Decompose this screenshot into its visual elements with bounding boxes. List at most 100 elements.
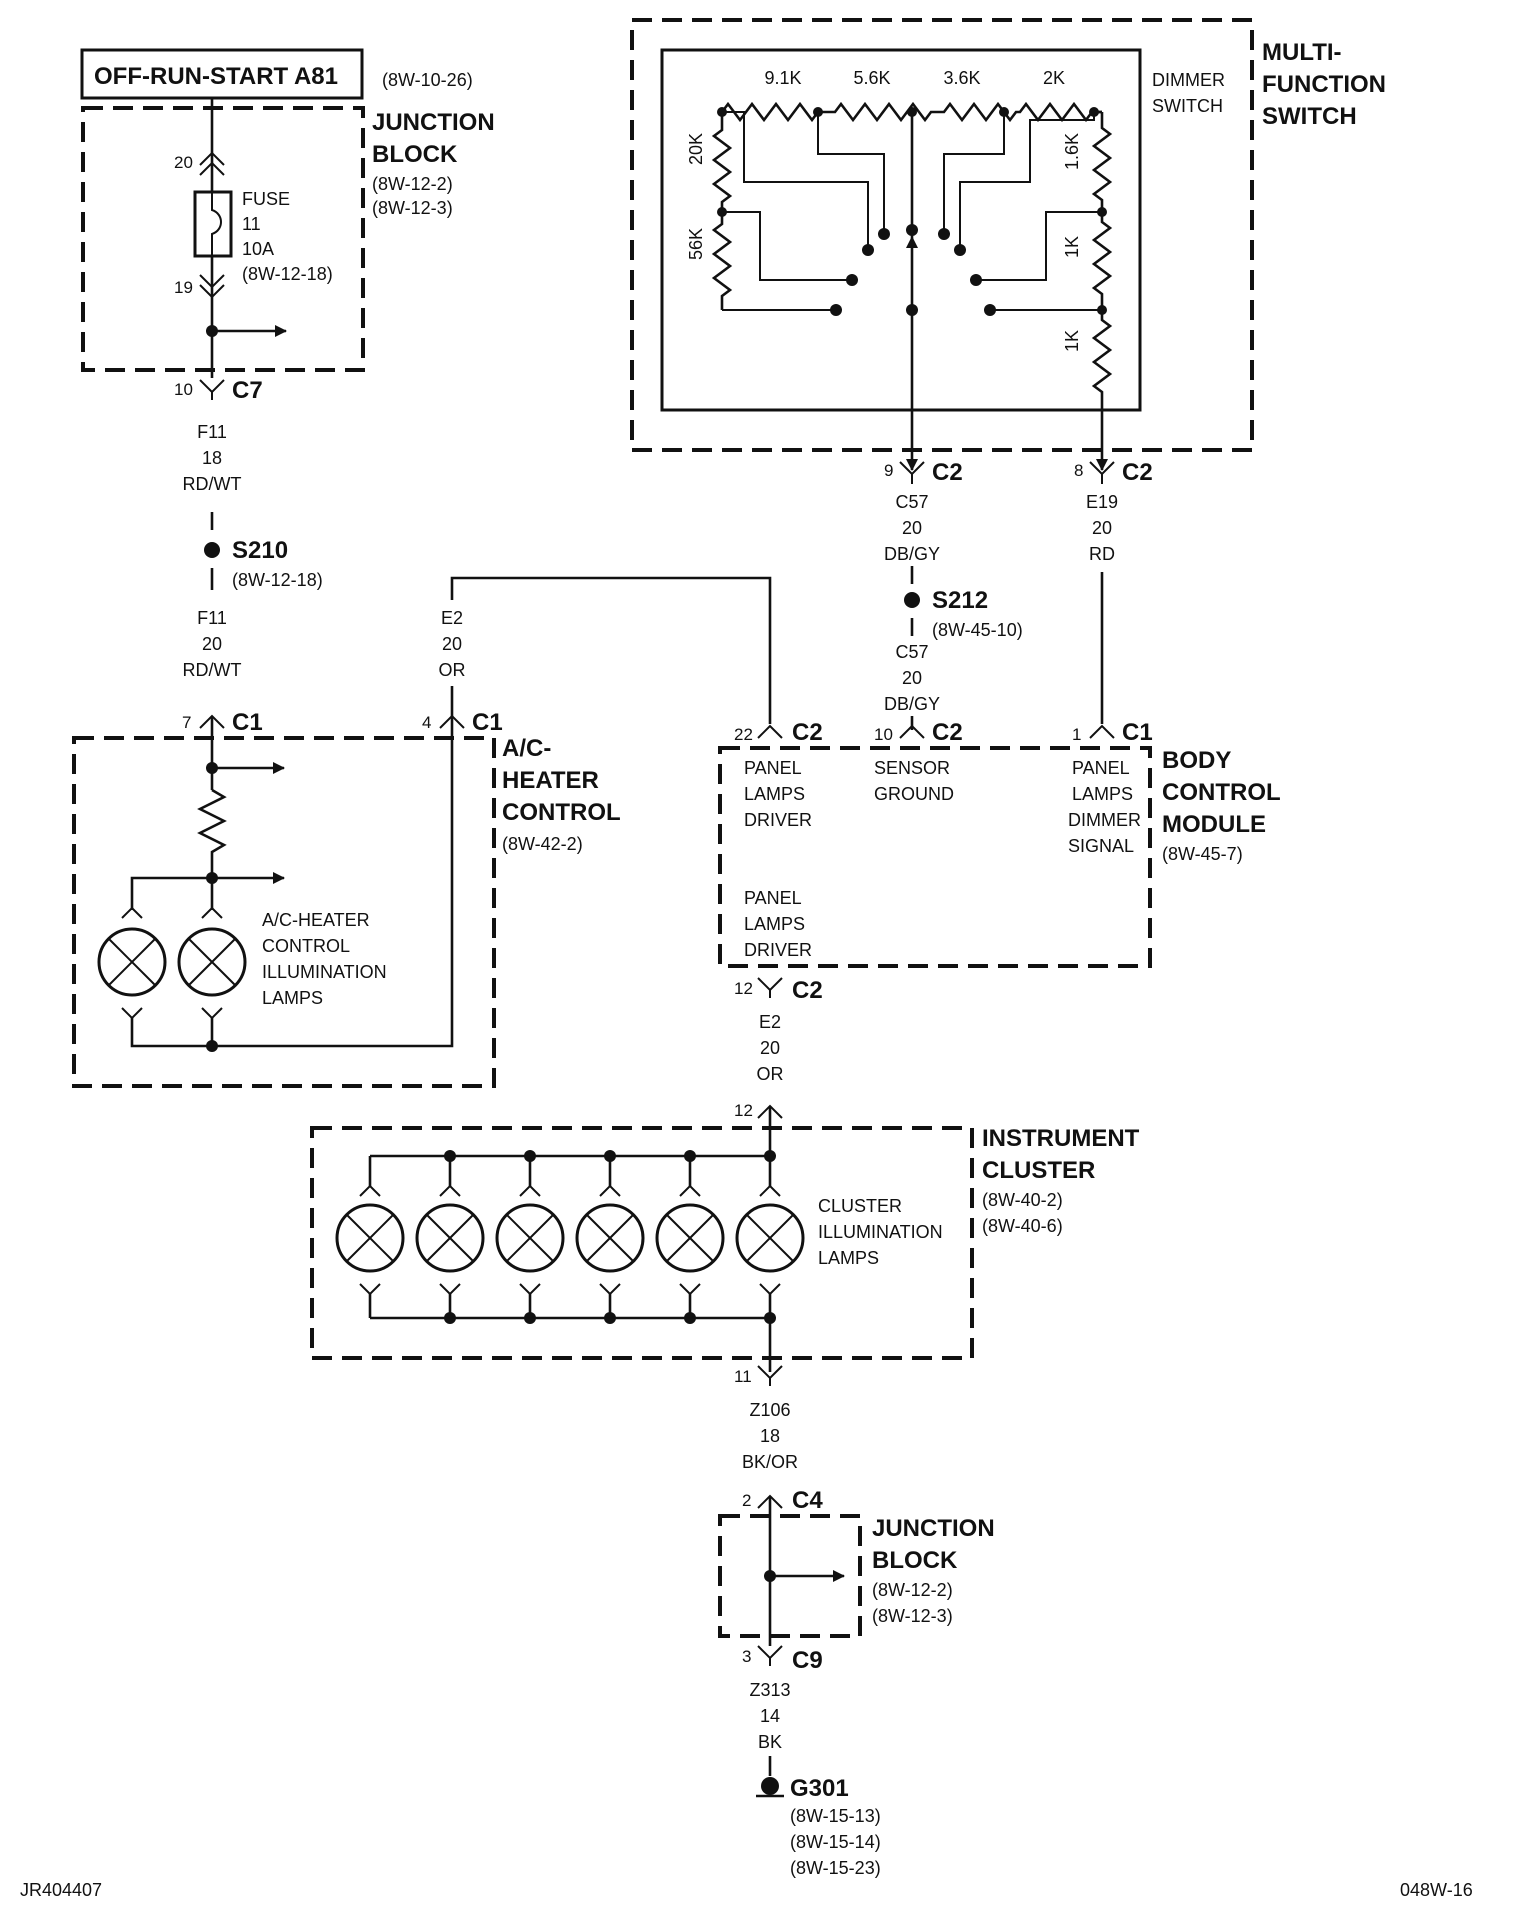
dimmer-switch-label-2: SWITCH xyxy=(1152,96,1223,116)
splice-s212-dot xyxy=(904,592,920,608)
cluster-title-2: CLUSTER xyxy=(982,1157,1095,1184)
cluster-title-1: INSTRUMENT xyxy=(982,1125,1140,1152)
ac-heater-c1-pin7: 7 xyxy=(182,713,191,732)
wire-z313-color: BK xyxy=(758,1732,782,1752)
ac-heater-ref: (8W-42-2) xyxy=(502,834,583,854)
cluster-lamps-label-3: LAMPS xyxy=(818,1248,879,1268)
junction-block-bottom-ref-1: (8W-12-2) xyxy=(872,1580,953,1600)
ac-heater-lamps-label-4: LAMPS xyxy=(262,988,323,1008)
resistor-1k-b-and-output xyxy=(1091,310,1113,471)
splice-s210-name: S210 xyxy=(232,537,288,564)
wire-e2-top-code: E2 xyxy=(441,608,463,628)
wire-c57-a-gauge: 20 xyxy=(902,518,922,538)
cluster-pin11-symbol xyxy=(757,1365,783,1386)
bcm-pds-1: PANEL xyxy=(1072,758,1130,778)
ac-heater-lamp-bus-left xyxy=(130,876,212,910)
bcm-pin10: 10 xyxy=(874,725,893,744)
bcm-pin12: 12 xyxy=(734,979,753,998)
footer-right: 048W-16 xyxy=(1400,1880,1473,1900)
wiper-arrow xyxy=(906,236,918,248)
ac-heater-lamp-return-wire xyxy=(130,730,454,1048)
cluster-lamps-label-2: ILLUMINATION xyxy=(818,1222,943,1242)
mfs-c2-name-a: C2 xyxy=(932,459,963,486)
cluster-lamp xyxy=(495,1150,565,1324)
ac-heater-lamp-2 xyxy=(177,906,247,1020)
bcm-pld1-1: PANEL xyxy=(744,758,802,778)
fuse-ref: (8W-12-18) xyxy=(242,264,333,284)
bcm-title-3: MODULE xyxy=(1162,811,1266,838)
mfs-title-2: FUNCTION xyxy=(1262,71,1386,98)
bcm-pin12-symbol xyxy=(757,977,783,998)
wire-e2-top-route xyxy=(450,576,772,724)
junction-block-top-title-1: JUNCTION xyxy=(372,109,495,136)
wire-f11-b-gauge: 20 xyxy=(202,634,222,654)
mfs-pin8: 8 xyxy=(1074,461,1083,480)
c7-name: C7 xyxy=(232,377,263,404)
connector-pin-19-symbol xyxy=(199,274,225,299)
mfs-c2-pin9-symbol xyxy=(899,461,925,484)
multi-function-switch-box xyxy=(630,18,1254,452)
ignition-label: OFF-RUN-START A81 xyxy=(94,63,338,90)
wire-c57-a-code: C57 xyxy=(895,492,928,512)
bcm-pin22-symbol xyxy=(757,724,783,739)
resistor-20k-label: 20K xyxy=(686,133,706,165)
cluster-lamp xyxy=(575,1150,645,1324)
wire-e2-bottom-color: OR xyxy=(757,1064,784,1084)
tap-20k-top xyxy=(722,111,869,250)
tap-1-6k-1k xyxy=(976,211,1102,281)
wire-e19-code: E19 xyxy=(1086,492,1118,512)
ac-heater-title-2: HEATER xyxy=(502,767,599,794)
ground-g301-symbol xyxy=(756,1777,784,1798)
contact-7 xyxy=(970,274,982,286)
contact-4 xyxy=(878,228,890,240)
resistor-1k-a xyxy=(1091,212,1113,310)
mfs-title-3: SWITCH xyxy=(1262,103,1357,130)
ac-heater-lamps-label-3: ILLUMINATION xyxy=(262,962,387,982)
ground-ref-3: (8W-15-23) xyxy=(790,1858,881,1878)
footer-left: JR404407 xyxy=(20,1880,102,1900)
wire-c57-b-code: C57 xyxy=(895,642,928,662)
contact-6 xyxy=(954,244,966,256)
junction-c9-pin: 3 xyxy=(742,1647,751,1666)
dimmer-switch-box xyxy=(660,48,1142,412)
tap-3-6k xyxy=(943,112,1005,234)
cluster-pin-in: 12 xyxy=(734,1101,753,1120)
instrument-cluster-box xyxy=(310,1126,974,1360)
bcm-sg-1: SENSOR xyxy=(874,758,950,778)
resistor-56k xyxy=(711,212,733,310)
dimmer-switch-label-1: DIMMER xyxy=(1152,70,1225,90)
contact-8 xyxy=(984,304,996,316)
resistor-1-6k-label: 1.6K xyxy=(1062,133,1082,170)
wire-e2-bottom-gauge: 20 xyxy=(760,1038,780,1058)
resistor-56k-label: 56K xyxy=(686,228,706,260)
cluster-lamp xyxy=(415,1150,485,1324)
bcm-pin10-conn: C2 xyxy=(932,719,963,746)
contact-3 xyxy=(862,244,874,256)
bcm-pld2-3: DRIVER xyxy=(744,940,812,960)
bcm-pld1-2: LAMPS xyxy=(744,784,805,804)
resistor-2k-label: 2K xyxy=(1043,68,1065,88)
ignition-switch-box xyxy=(80,48,364,100)
resistor-1-6k xyxy=(1091,112,1113,212)
wire-f11-a-gauge: 18 xyxy=(202,448,222,468)
wire-z313-code: Z313 xyxy=(749,1680,790,1700)
wire-e2-top-color: OR xyxy=(439,660,466,680)
junction-block-top-ref-2: (8W-12-3) xyxy=(372,198,453,218)
wire-f11-b-code: F11 xyxy=(197,608,227,628)
ac-heater-c1-pin4: 4 xyxy=(422,713,431,732)
mfs-c2-pin8-symbol xyxy=(1089,461,1115,484)
bcm-pld2-2: LAMPS xyxy=(744,914,805,934)
ac-heater-lamps-label-2: CONTROL xyxy=(262,936,350,956)
resistor-5-6k-label: 5.6K xyxy=(853,68,890,88)
junction-block-bottom-title-1: JUNCTION xyxy=(872,1515,995,1542)
junction-block-top-ref-1: (8W-12-2) xyxy=(372,174,453,194)
ac-heater-c1-name-a: C1 xyxy=(232,709,263,736)
ground-ref-2: (8W-15-14) xyxy=(790,1832,881,1852)
bcm-pin1-conn: C1 xyxy=(1122,719,1153,746)
junction-block-top xyxy=(81,106,365,372)
body-control-module-box xyxy=(718,746,1152,968)
wiper-node xyxy=(906,304,918,316)
wire-z313-gauge: 14 xyxy=(760,1706,780,1726)
bcm-pld1-3: DRIVER xyxy=(744,810,812,830)
